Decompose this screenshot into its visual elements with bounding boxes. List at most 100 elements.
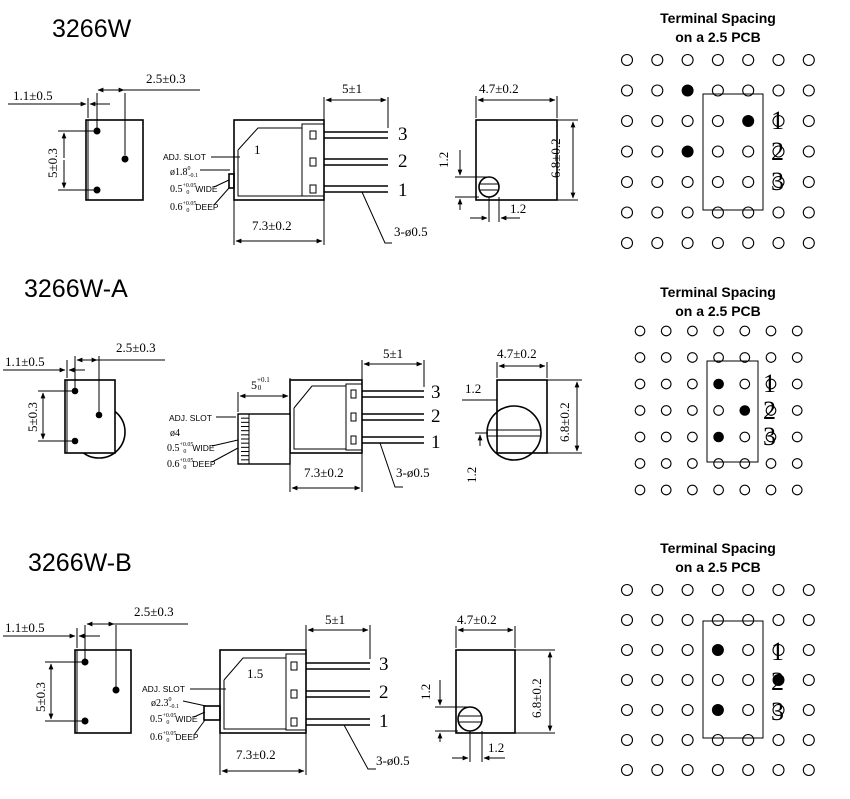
- pcb-hole: [620, 613, 634, 627]
- pcb-hole: [660, 431, 672, 443]
- pcb-hole: [772, 583, 785, 597]
- pcb-hole: [772, 53, 785, 67]
- slot-diameter: ø2.30-0.1: [151, 697, 179, 710]
- pcb-hole: [634, 458, 646, 469]
- pcb-hole: [620, 583, 634, 597]
- front-body: [85, 119, 144, 201]
- dim-depth: 4.7±0.2: [497, 346, 537, 361]
- pcb-hole: [681, 114, 694, 128]
- pcb-hole: [651, 673, 664, 687]
- pcb-hole: [660, 405, 672, 416]
- pcb-hole: [765, 378, 777, 390]
- pcb-holes: [634, 325, 803, 496]
- pcb-hole: [765, 325, 777, 337]
- section-3266w: 3266W 1.1±0.5 2.5±0.3 5±0.3: [8, 10, 815, 250]
- pcb-hole: [681, 206, 694, 219]
- pcb-pin-2: 2: [763, 396, 776, 425]
- pcb-hole: [802, 733, 815, 747]
- pcb-hole: [711, 84, 724, 97]
- pcb-hole: [651, 145, 664, 158]
- pcb-hole: [802, 763, 815, 777]
- terminal-dot: [95, 411, 103, 419]
- pcb-hole: [620, 206, 634, 219]
- pcb-pad: [681, 145, 694, 158]
- pcb-hole: [620, 145, 634, 158]
- dim-screw-offset: 1.2: [465, 381, 481, 396]
- pcb-hole: [681, 613, 694, 627]
- model-title: 3266W-A: [24, 275, 128, 303]
- pcb-hole: [713, 405, 724, 416]
- pcb-hole: [802, 236, 815, 250]
- pcb-hole: [765, 431, 777, 443]
- pcb-hole: [681, 733, 694, 747]
- pcb-hole: [713, 484, 724, 496]
- pcb-hole: [711, 145, 724, 158]
- pcb-hole: [651, 53, 664, 67]
- pcb-hole: [739, 325, 751, 337]
- pcb-hole: [765, 458, 777, 469]
- end-body: [455, 649, 516, 734]
- pcb-hole: [802, 643, 815, 657]
- dim-screw-height: 1.2: [436, 152, 451, 168]
- adj-slot-size: 1: [254, 142, 261, 157]
- dim-screw-offset: 1.2: [488, 740, 504, 755]
- terminal-dot: [81, 658, 89, 666]
- front-view: 1.1±0.5 2.5±0.3 5±0.3: [8, 71, 200, 201]
- dim-side-offset: 1.1±0.5: [13, 88, 53, 103]
- dim-body-length: 7.3±0.2: [304, 465, 344, 480]
- pin-label-2: 2: [379, 682, 389, 703]
- pcb-hole: [651, 236, 664, 250]
- pin-label-2: 2: [398, 151, 408, 172]
- side-view: 3 2 1 5±1 7.3±0.2 3-ø0.5 ADJ. SLOT 1.5 ø…: [142, 612, 410, 775]
- pcb-hole: [620, 236, 634, 250]
- pcb-pin-1: 1: [763, 369, 776, 398]
- pcb-hole: [765, 405, 777, 416]
- dim-height: 5±0.3: [45, 148, 60, 178]
- dim-body-length: 7.3±0.2: [252, 218, 292, 233]
- pcb-hole: [742, 643, 755, 657]
- pcb-hole: [634, 325, 646, 337]
- pcb-hole: [742, 84, 755, 97]
- dim-screw-height: 1.2: [418, 684, 433, 700]
- pcb-pad: [711, 704, 724, 716]
- adjust-knob: [486, 405, 542, 461]
- pcb-hole: [772, 643, 785, 657]
- terminal-dot: [81, 717, 89, 725]
- pcb-hole: [791, 458, 803, 469]
- pcb-pad: [713, 378, 724, 390]
- pcb-hole: [687, 405, 698, 416]
- pcb-hole: [620, 175, 634, 189]
- pcb-subtitle: on a 2.5 PCB: [675, 559, 761, 575]
- adjust-screw: [478, 176, 500, 198]
- section-3266w-b: 3266W-B 1.1±0.5 2.5±0.3 5±0.3: [3, 540, 815, 777]
- pcb-hole: [742, 53, 755, 67]
- pcb-grid: Terminal Spacing on a 2.5 PCB 1 2 3: [620, 10, 815, 250]
- pcb-hole: [742, 703, 755, 717]
- pcb-hole: [739, 378, 751, 390]
- pcb-hole: [713, 458, 724, 469]
- pcb-grid: Terminal Spacing on a 2.5 PCB 1 2 3: [620, 540, 815, 777]
- pcb-hole: [681, 236, 694, 250]
- model-title: 3266W-B: [28, 549, 132, 577]
- pcb-hole: [681, 673, 694, 687]
- pcb-hole: [802, 84, 815, 97]
- pcb-hole: [660, 325, 672, 337]
- section-3266w-a: 3266W-A 1.1±0.5 2.5±0.3 5±0.3: [3, 275, 803, 496]
- pcb-pad: [713, 431, 724, 443]
- pcb-hole: [802, 673, 815, 687]
- pin-label-1: 1: [379, 711, 389, 732]
- dim-lead-length: 5±1: [383, 346, 403, 361]
- dim-height: 5±0.3: [25, 402, 40, 432]
- pcb-holes: [620, 53, 815, 250]
- pcb-hole: [772, 175, 785, 189]
- dim-lead-length: 5±1: [325, 612, 345, 627]
- pcb-hole: [772, 613, 785, 627]
- pcb-hole: [742, 583, 755, 597]
- pcb-hole: [742, 613, 755, 627]
- slot-diameter: ø4: [170, 428, 180, 439]
- front-view: 1.1±0.5 2.5±0.3 5±0.3: [3, 604, 188, 734]
- footprint-outline: [706, 360, 759, 463]
